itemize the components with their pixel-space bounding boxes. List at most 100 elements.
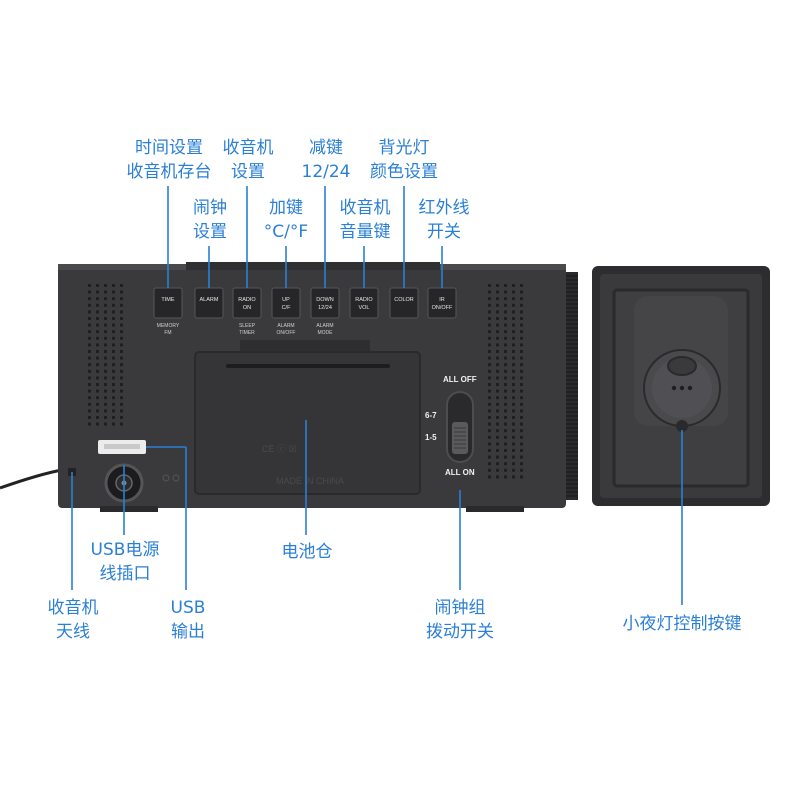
device-button[interactable] xyxy=(389,287,419,319)
grille-hole xyxy=(512,468,515,472)
grille-hole xyxy=(104,284,107,287)
button-label-top: TIME xyxy=(161,297,174,303)
grille-hole xyxy=(520,336,523,340)
callout-ir-switch: 红外线开关 xyxy=(418,198,470,242)
grille-hole xyxy=(88,356,91,360)
grille-hole xyxy=(88,317,91,320)
grille-hole xyxy=(96,356,99,360)
grille-hole xyxy=(120,363,123,367)
grille-hole xyxy=(112,409,115,413)
grille-hole xyxy=(488,442,491,446)
grille-hole xyxy=(504,356,507,360)
grille-hole xyxy=(512,383,515,386)
grille-hole xyxy=(504,297,507,301)
grille-hole xyxy=(88,396,91,400)
button-label-top: RADIO xyxy=(238,297,256,303)
grille-hole xyxy=(88,383,91,386)
slider-label-mid2: 1-5 xyxy=(425,433,437,442)
grille-hole xyxy=(512,310,515,314)
grille-hole xyxy=(88,363,91,367)
grille-hole xyxy=(512,442,515,446)
button-label-top: RADIO xyxy=(355,297,373,303)
grille-hole xyxy=(504,435,507,439)
grille-hole xyxy=(496,455,499,459)
callout-plus-key: 加键°C/°F xyxy=(263,198,309,242)
callout-backlight: 背光灯颜色设置 xyxy=(370,138,438,182)
grille-hole xyxy=(488,284,491,287)
device-button[interactable] xyxy=(349,287,379,319)
grille-hole xyxy=(496,363,499,367)
device-button[interactable] xyxy=(153,287,183,319)
grille-hole xyxy=(96,343,99,347)
grille-hole xyxy=(104,422,107,426)
grille-hole xyxy=(112,350,115,353)
grille-hole xyxy=(512,290,515,294)
grille-hole xyxy=(488,396,491,400)
device-button[interactable] xyxy=(194,287,224,319)
grille-hole xyxy=(520,396,523,400)
grille-hole xyxy=(104,297,107,301)
grille-hole xyxy=(512,356,515,360)
device-button[interactable] xyxy=(310,287,340,319)
grille-hole xyxy=(520,475,523,479)
grille-hole xyxy=(504,389,507,393)
grille-hole xyxy=(96,363,99,367)
device-button[interactable] xyxy=(232,287,262,319)
grille-hole xyxy=(488,310,491,314)
grille-hole xyxy=(112,323,115,327)
grille-hole xyxy=(504,383,507,386)
grille-hole xyxy=(504,416,507,419)
top-lip xyxy=(186,262,440,270)
grille-hole xyxy=(512,475,515,479)
night-light-button[interactable] xyxy=(667,356,697,376)
grille-hole xyxy=(520,435,523,439)
grille-hole xyxy=(112,317,115,320)
battery-cover[interactable] xyxy=(194,351,421,495)
under-label-2: TIMER xyxy=(239,330,255,336)
grille-hole xyxy=(104,310,107,314)
grille-hole xyxy=(504,350,507,353)
grille-hole xyxy=(520,310,523,314)
grille-hole xyxy=(520,297,523,301)
device-button[interactable] xyxy=(427,287,457,319)
grille-hole xyxy=(88,350,91,353)
grille-hole xyxy=(104,323,107,327)
grille-hole xyxy=(512,363,515,367)
under-label-2: FM xyxy=(164,330,171,336)
grille-hole xyxy=(520,442,523,446)
device-button[interactable] xyxy=(271,287,301,319)
grille-hole xyxy=(504,442,507,446)
grille-hole xyxy=(488,389,491,393)
slider-knob[interactable] xyxy=(452,422,468,454)
grille-hole xyxy=(512,369,515,373)
grille-hole xyxy=(520,369,523,373)
grille-hole xyxy=(112,422,115,426)
grille-hole xyxy=(520,376,523,380)
grille-hole xyxy=(488,356,491,360)
grille-hole xyxy=(512,389,515,393)
grille-hole xyxy=(496,396,499,400)
grille-hole xyxy=(112,402,115,406)
callout-time-set: 时间设置收音机存台 xyxy=(126,138,212,182)
grille-hole xyxy=(112,290,115,294)
grille-hole xyxy=(88,284,91,287)
grille-hole xyxy=(104,330,107,334)
grille-hole xyxy=(120,350,123,353)
grille-hole xyxy=(520,363,523,367)
grille-hole xyxy=(520,343,523,347)
grille-hole xyxy=(104,416,107,419)
callout-lines xyxy=(71,186,683,605)
grille-hole xyxy=(504,330,507,334)
button-label-top: UP xyxy=(282,297,290,303)
grille-hole xyxy=(88,310,91,314)
grille-hole xyxy=(112,363,115,367)
grille-hole xyxy=(504,376,507,380)
under-label-1: SLEEP xyxy=(239,323,256,329)
grille-hole xyxy=(120,336,123,340)
battery-marks: CE ⓒ ☒ xyxy=(262,444,297,454)
grille-hole xyxy=(120,389,123,393)
grille-hole xyxy=(496,422,499,426)
button-label-bottom: ON xyxy=(243,305,251,311)
foot-right xyxy=(466,506,524,512)
callout-volume-key: 收音机音量键 xyxy=(339,198,391,242)
